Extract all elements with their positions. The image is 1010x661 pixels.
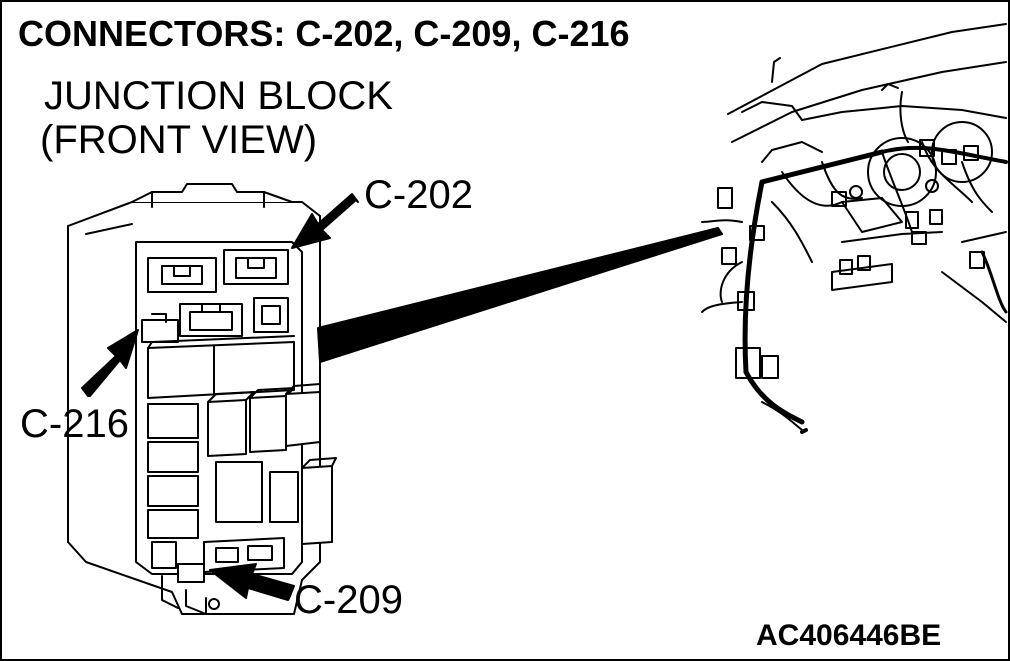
vehicle-dashboard-drawing xyxy=(701,23,1008,434)
arrow-c202 xyxy=(291,193,359,249)
junction-block-label: JUNCTION BLOCK xyxy=(44,74,393,118)
junction-block-drawing xyxy=(67,183,337,615)
front-view-label: (FRONT VIEW) xyxy=(40,118,318,162)
location-pointer-wedge xyxy=(317,227,723,363)
callout-c202-label: C-202 xyxy=(364,173,473,217)
figure-code: AC406446BE xyxy=(756,619,942,652)
callout-arrows xyxy=(81,193,723,601)
callout-c216-label: C-216 xyxy=(20,402,129,446)
callout-c209-label: C-209 xyxy=(294,578,403,622)
arrow-c209 xyxy=(209,563,295,601)
diagram-title: CONNECTORS: C-202, C-209, C-216 xyxy=(18,13,630,54)
arrow-c216 xyxy=(81,329,139,397)
